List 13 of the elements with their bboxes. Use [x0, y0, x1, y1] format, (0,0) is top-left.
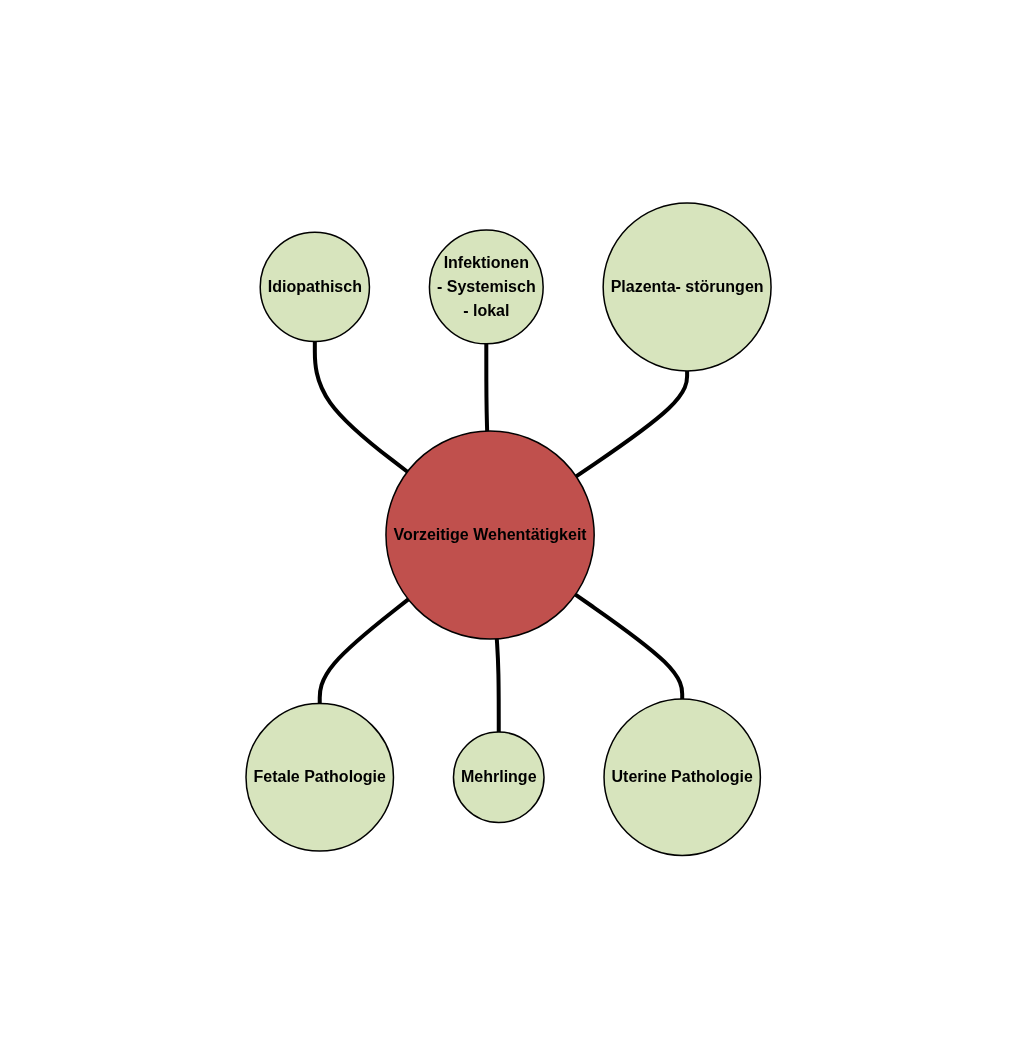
- connector: [494, 639, 501, 733]
- connector: [574, 593, 685, 700]
- node-circle: Infektionen - Systemisch - lokal: [428, 229, 544, 345]
- connector: [574, 371, 690, 479]
- node-circle: Vorzeitige Wehentätigkeit: [385, 430, 595, 641]
- node-circle: Plazenta- störungen: [602, 202, 772, 372]
- node-circle: Uterine Pathologie: [603, 698, 762, 857]
- connector: [484, 344, 490, 432]
- connector: [312, 341, 409, 474]
- node-circle: Idiopathisch: [259, 231, 371, 343]
- connector: [317, 598, 410, 704]
- node-circle: Fetale Pathologie: [245, 703, 395, 853]
- node-circle: Mehrlinge: [452, 731, 545, 824]
